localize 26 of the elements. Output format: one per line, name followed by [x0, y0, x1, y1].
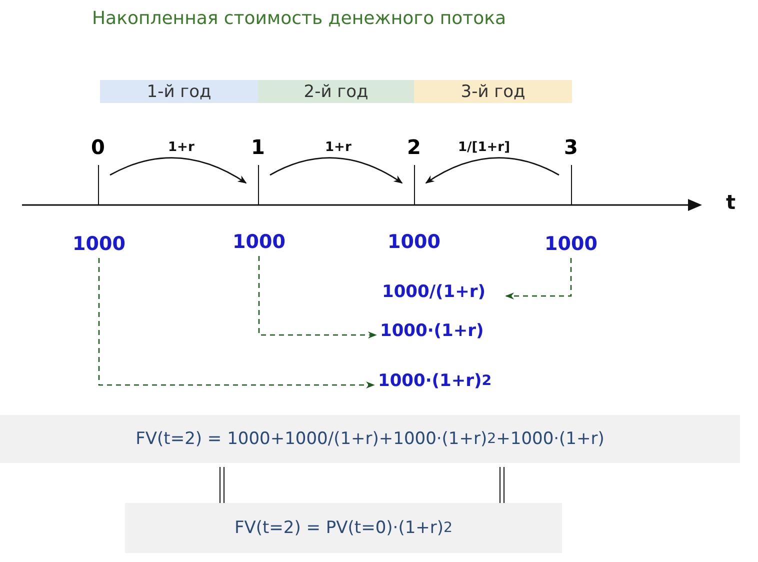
dashed-arrow — [98, 258, 375, 389]
amount-label: 1000 — [383, 228, 445, 256]
diagram-title: Накопленная стоимость денежного потока — [92, 8, 506, 29]
dashed-arrow — [258, 256, 377, 339]
axis-label: t — [726, 190, 736, 214]
equals-connector — [500, 466, 504, 504]
result-formula: 1000·(1+r) — [380, 317, 494, 345]
tick-label: 0 — [91, 135, 105, 159]
result-formula: 1000/(1+r) — [382, 278, 502, 306]
year-band: 3-й год — [414, 80, 572, 103]
equals-connector — [220, 466, 224, 504]
edge-label: 1+r — [168, 140, 194, 155]
curved-arrow — [110, 157, 247, 184]
curved-arrow — [270, 157, 403, 184]
year-band: 2-й год — [258, 80, 414, 103]
tick-label: 1 — [251, 135, 265, 159]
amount-label: 1000 — [228, 228, 290, 256]
edge-label: 1/[1+r] — [458, 140, 510, 155]
edge-label: 1+r — [325, 140, 352, 155]
amount-label: 1000 — [540, 230, 602, 258]
tick-label: 2 — [407, 135, 421, 159]
tick-label: 3 — [564, 135, 578, 159]
amount-label: 1000 — [68, 230, 130, 258]
curved-arrow — [425, 157, 560, 184]
dashed-arrow — [505, 258, 572, 300]
year-band: 1-й год — [100, 80, 258, 103]
